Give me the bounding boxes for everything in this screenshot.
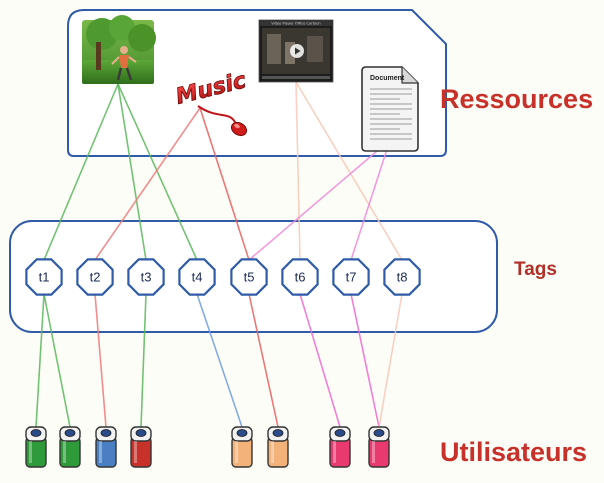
tag-user-link <box>196 293 243 428</box>
tag-user-link <box>35 293 45 428</box>
tag-label: t3 <box>141 270 152 285</box>
tag-user-link <box>299 293 341 428</box>
tag-octagon <box>25 258 63 296</box>
user-cylinder-7[interactable] <box>329 426 351 468</box>
tag-octagon <box>230 258 268 296</box>
tag-user-link <box>140 293 147 428</box>
tag-label: t1 <box>39 270 50 285</box>
resource-tag-link <box>43 83 119 261</box>
tag-label: t4 <box>192 270 203 285</box>
resource-tag-link <box>295 81 403 261</box>
tag-octagon <box>281 258 319 296</box>
tag-node-t6[interactable]: t6 <box>281 258 319 296</box>
user-cylinder-6[interactable] <box>267 426 289 468</box>
users-layer <box>25 426 390 468</box>
tag-label: t5 <box>244 270 255 285</box>
tag-node-t7[interactable]: t7 <box>332 258 370 296</box>
document-page-icon[interactable]: Document <box>361 66 419 152</box>
video-caption: Video Player Office Cartoon <box>271 22 320 26</box>
user-cylinder-5[interactable] <box>231 426 253 468</box>
tag-user-link <box>94 293 107 428</box>
user-cylinder-3[interactable] <box>95 426 117 468</box>
user-cylinder-2[interactable] <box>59 426 81 468</box>
tag-label: t6 <box>295 270 306 285</box>
tag-label: t8 <box>397 270 408 285</box>
tag-octagon <box>76 258 114 296</box>
resource-tag-link <box>350 139 391 261</box>
video-player-thumbnail-icon[interactable]: Video Player Office Cartoon <box>258 19 334 83</box>
tags-layer: t1 t2 t3 t4 t5 t6 t7 t8 <box>25 258 421 296</box>
tag-octagon <box>332 258 370 296</box>
links-layer <box>35 81 403 428</box>
tag-node-t8[interactable]: t8 <box>383 258 421 296</box>
users-section-label: Utilisateurs <box>440 437 588 467</box>
resource-tag-link <box>199 107 250 261</box>
document-title: Document <box>370 75 405 82</box>
user-cylinder-1[interactable] <box>25 426 47 468</box>
tag-octagon <box>383 258 421 296</box>
tag-octagon <box>127 258 165 296</box>
tag-label: t2 <box>90 270 101 285</box>
tag-node-t5[interactable]: t5 <box>230 258 268 296</box>
tag-user-link <box>378 293 403 428</box>
resource-tag-link <box>94 107 201 261</box>
user-cylinder-4[interactable] <box>130 426 152 468</box>
tag-user-link <box>43 293 71 428</box>
tag-node-t2[interactable]: t2 <box>76 258 114 296</box>
resources-section-label: Ressources <box>440 84 594 114</box>
resource-tag-link <box>248 139 391 261</box>
resource-tag-link <box>295 81 301 261</box>
resource-tag-link <box>117 83 147 261</box>
tag-node-t4[interactable]: t4 <box>178 258 216 296</box>
tag-user-link <box>350 293 380 428</box>
tags-section-label: Tags <box>514 259 557 280</box>
resources-panel <box>67 9 447 157</box>
tag-octagon <box>178 258 216 296</box>
resource-tag-link <box>117 83 198 261</box>
tag-label: t7 <box>346 270 357 285</box>
tag-node-t1[interactable]: t1 <box>25 258 63 296</box>
tag-node-t3[interactable]: t3 <box>127 258 165 296</box>
user-cylinder-8[interactable] <box>368 426 390 468</box>
person-in-garden-photo-icon[interactable] <box>82 15 156 84</box>
tag-user-link <box>248 293 279 428</box>
